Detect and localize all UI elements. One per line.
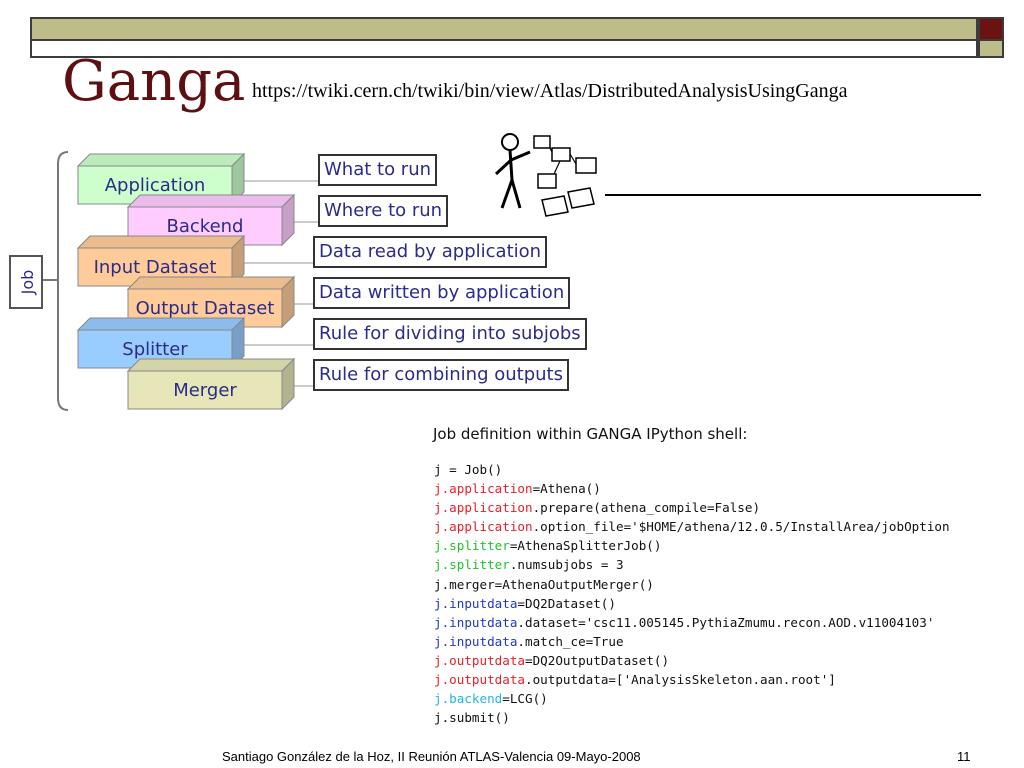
code-line: j.splitter=AthenaSplitterJob() bbox=[434, 536, 997, 555]
top-decor-square bbox=[978, 17, 1004, 41]
component-block-application: Application bbox=[76, 152, 318, 206]
code-text: .match_ce=True bbox=[517, 633, 624, 649]
top-decor-square-lower bbox=[978, 41, 1004, 58]
slide-footer: Santiago González de la Hoz, II Reunión … bbox=[222, 749, 641, 764]
code-line: j.outputdata.outputdata=['AnalysisSkelet… bbox=[434, 670, 997, 689]
component-label: Output Dataset bbox=[136, 298, 275, 319]
code-keyword: j.application bbox=[434, 481, 533, 497]
twiki-url-link[interactable]: https://twiki.cern.ch/twiki/bin/view/Atl… bbox=[252, 80, 848, 102]
component-label: Backend bbox=[167, 216, 244, 237]
code-text: =DQ2OutputDataset() bbox=[525, 652, 670, 668]
component-description-application: What to run bbox=[318, 154, 438, 186]
component-description-output-dataset: Data written by application bbox=[313, 277, 571, 309]
code-line: j.inputdata.dataset='csc11.005145.Pythia… bbox=[434, 613, 997, 632]
code-line: j.submit() bbox=[434, 708, 997, 727]
top-decor-bar bbox=[30, 17, 978, 41]
code-keyword: j.outputdata bbox=[434, 652, 525, 668]
code-text: =DQ2Dataset() bbox=[517, 595, 616, 611]
stick-figure-clipart-icon bbox=[494, 133, 597, 217]
code-text: j.submit() bbox=[434, 710, 510, 726]
code-line: j.application.prepare(athena_compile=Fal… bbox=[434, 498, 997, 517]
code-text: .numsubjobs = 3 bbox=[509, 557, 624, 573]
code-text: j.merger=AthenaOutputMerger() bbox=[434, 576, 654, 592]
page-number: 11 bbox=[957, 749, 971, 764]
job-label-box bbox=[9, 255, 43, 309]
code-line: j.backend=LCG() bbox=[434, 689, 997, 708]
component-description-backend: Where to run bbox=[318, 195, 449, 227]
code-line: j.outputdata=DQ2OutputDataset() bbox=[434, 651, 997, 670]
code-line: j.application.option_file='$HOME/athena/… bbox=[434, 517, 997, 536]
code-keyword: j.inputdata bbox=[434, 633, 518, 649]
horizontal-rule bbox=[605, 194, 981, 196]
component-label: Input Dataset bbox=[94, 257, 217, 278]
code-text: .outputdata=['AnalysisSkeleton.aan.root'… bbox=[525, 672, 836, 688]
code-keyword: j.inputdata bbox=[434, 595, 518, 611]
component-description-splitter: Rule for dividing into subjobs bbox=[313, 318, 587, 350]
code-text: =AthenaSplitterJob() bbox=[509, 538, 662, 554]
code-text: .option_file='$HOME/athena/12.0.5/Instal… bbox=[532, 519, 950, 535]
component-label: Merger bbox=[173, 380, 237, 401]
code-line: j.inputdata.match_ce=True bbox=[434, 632, 997, 651]
code-text: =LCG() bbox=[502, 691, 548, 707]
job-label: Job bbox=[18, 270, 37, 296]
code-line: j.splitter.numsubjobs = 3 bbox=[434, 555, 997, 574]
top-decor-bar-lower bbox=[30, 41, 978, 58]
code-line: j.merger=AthenaOutputMerger() bbox=[434, 575, 997, 594]
code-text: =Athena() bbox=[532, 481, 601, 497]
code-line: j.application=Athena() bbox=[434, 479, 997, 498]
component-description-input-dataset: Data read by application bbox=[313, 236, 548, 268]
code-block: j = Job()j.application=Athena()j.applica… bbox=[434, 460, 997, 727]
job-bracket bbox=[57, 151, 69, 411]
code-text: j = Job() bbox=[434, 462, 503, 477]
code-keyword: j.splitter bbox=[434, 538, 510, 554]
code-block-title: Job definition within GANGA IPython shel… bbox=[433, 425, 748, 443]
code-keyword: j.application bbox=[434, 500, 533, 516]
code-keyword: j.application bbox=[434, 519, 533, 535]
code-keyword: j.outputdata bbox=[434, 672, 525, 688]
code-line: j = Job() bbox=[434, 460, 997, 479]
code-keyword: j.splitter bbox=[434, 557, 510, 573]
component-block-merger: Merger bbox=[126, 357, 313, 411]
code-text: .dataset='csc11.005145.PythiaZmumu.recon… bbox=[517, 614, 935, 630]
component-block-output-dataset: Output Dataset bbox=[126, 275, 313, 329]
slide-title: Ganga bbox=[62, 49, 246, 114]
code-keyword: j.backend bbox=[434, 691, 503, 707]
code-text: .prepare(athena_compile=False) bbox=[532, 500, 761, 516]
component-label: Application bbox=[105, 175, 206, 196]
component-label: Splitter bbox=[122, 339, 188, 360]
code-keyword: j.inputdata bbox=[434, 614, 518, 630]
component-description-merger: Rule for combining outputs bbox=[313, 359, 569, 391]
code-line: j.inputdata=DQ2Dataset() bbox=[434, 594, 997, 613]
